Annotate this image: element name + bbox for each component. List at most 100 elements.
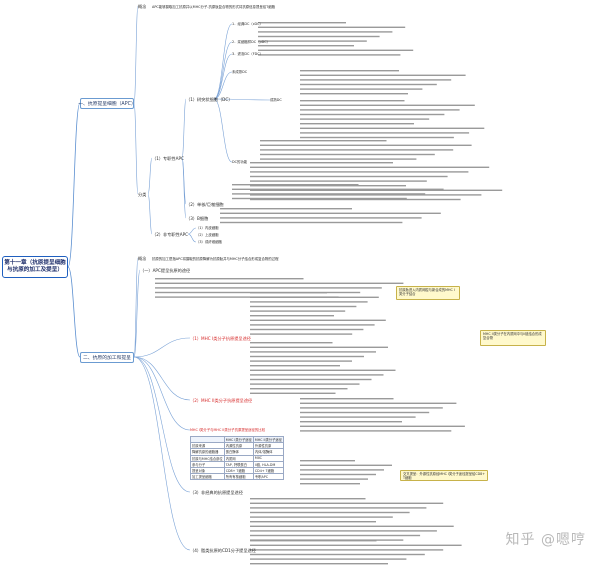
detail-text-line bbox=[250, 333, 353, 335]
detail-text-line bbox=[250, 292, 327, 294]
detail-text-line bbox=[300, 416, 416, 418]
detail-text-line bbox=[250, 525, 454, 527]
connector-line bbox=[181, 98, 187, 159]
compare-cell: 所有有核细胞 bbox=[223, 473, 254, 481]
compare-row: 加工提呈细胞所有有核细胞专职APC bbox=[190, 473, 284, 481]
detail-text-line bbox=[250, 189, 503, 191]
np-item-2: （2）上皮细胞 bbox=[196, 233, 219, 237]
pathway-mhc2[interactable]: （2）MHC II类分子抗原提呈途径 bbox=[190, 398, 253, 403]
detail-text-line bbox=[250, 185, 406, 187]
proc-concept-text: 抗原的加工是指APC将摄取的抗原降解为抗原肽并与MHC分子结合形成复合物的过程 bbox=[152, 257, 279, 261]
detail-text-line bbox=[300, 473, 376, 476]
side-note-3: 交叉提呈：外源性抗原经MHC I类分子途径提呈给CD8+ T细胞 bbox=[400, 470, 488, 481]
watermark: 知乎 @嗯哼 bbox=[505, 532, 586, 548]
detail-text-line bbox=[258, 54, 401, 56]
detail-text-line bbox=[250, 365, 340, 367]
detail-text-line bbox=[250, 534, 421, 537]
detail-text-line bbox=[250, 498, 366, 500]
detail-text-line bbox=[250, 351, 376, 353]
detail-text-line bbox=[155, 278, 304, 280]
detail-text-line bbox=[250, 563, 388, 565]
mature-dc: 成熟DC bbox=[270, 98, 282, 102]
dc-function: DC的功能 bbox=[232, 160, 248, 164]
detail-text-line bbox=[220, 212, 441, 214]
connector-line bbox=[187, 227, 197, 235]
compare-cell: MHC I类分子途径 bbox=[223, 435, 254, 444]
detail-text-line bbox=[250, 521, 376, 523]
detail-text-line bbox=[300, 402, 457, 404]
dc-item-1: 1．经典DC（cDC） bbox=[232, 22, 263, 26]
root-topic[interactable]: 第十一章（抗原提呈细胞与抗原的加工及提呈） bbox=[2, 256, 68, 278]
connector-line bbox=[213, 41, 233, 100]
detail-text-line bbox=[250, 310, 346, 312]
detail-text-line bbox=[250, 369, 396, 371]
pathway-cd1[interactable]: （4）脂类抗原的CD1分子提呈途径 bbox=[190, 548, 256, 553]
detail-text-line bbox=[250, 383, 360, 385]
detail-text-line bbox=[220, 217, 422, 219]
compare-row: 抗原来源内源性抗原外源性抗原 bbox=[190, 442, 284, 450]
macrophage-node[interactable]: （2）单核/巨噬细胞 bbox=[186, 202, 224, 207]
bcell-node[interactable]: （3）B细胞 bbox=[186, 216, 209, 221]
pathways-label[interactable]: （一）APC提呈抗原的途径 bbox=[140, 268, 191, 273]
detail-text-line bbox=[250, 342, 333, 344]
detail-text-line bbox=[250, 502, 444, 504]
dc-item-2: 2．浆细胞样DC（pDC） bbox=[232, 40, 270, 44]
detail-text-line bbox=[250, 319, 386, 321]
connector-line bbox=[133, 102, 139, 195]
detail-text-line bbox=[300, 460, 355, 462]
detail-text-line bbox=[300, 407, 443, 409]
detail-text-line bbox=[300, 425, 465, 427]
detail-text-line bbox=[300, 132, 470, 134]
detail-text-line bbox=[155, 282, 404, 284]
dc-node[interactable]: （1）树突状细胞（DC） bbox=[186, 97, 233, 102]
pathway-mhc1[interactable]: （1）MHC I类分子抗原提呈途径 bbox=[190, 336, 251, 341]
detail-text-line bbox=[250, 346, 388, 348]
connector-line bbox=[133, 337, 191, 358]
detail-text-line bbox=[220, 221, 403, 224]
detail-text-line bbox=[250, 198, 461, 201]
detail-text-line bbox=[300, 83, 437, 86]
detail-text-line bbox=[300, 464, 392, 466]
detail-text-line bbox=[300, 109, 460, 111]
branch-processing[interactable]: 二、抗原的加工和提呈 bbox=[80, 352, 134, 363]
detail-text-line bbox=[300, 421, 402, 423]
detail-text-line bbox=[232, 188, 444, 190]
detail-text-line bbox=[300, 478, 368, 480]
detail-text-line bbox=[260, 149, 454, 151]
side-note-1: 抗原肽进入内质网腔与新合成的MHC I类分子结合 bbox=[396, 286, 460, 300]
detail-text-line bbox=[258, 22, 346, 24]
compare-cell: 抗原与MHC结合部位 bbox=[190, 454, 225, 462]
connector-line bbox=[147, 157, 153, 195]
compare-cell: MHC II类分子途径 bbox=[252, 435, 284, 444]
detail-text-line bbox=[155, 296, 339, 298]
detail-text-line bbox=[250, 180, 427, 182]
detail-text-line bbox=[300, 74, 466, 76]
detail-text-line bbox=[258, 49, 414, 51]
detail-text-line bbox=[220, 208, 352, 210]
branch-apc[interactable]: 一、抗原提呈细胞（APC） bbox=[78, 98, 136, 109]
connector-line bbox=[147, 193, 153, 235]
connector-line bbox=[213, 98, 271, 101]
nonprofessional-apc[interactable]: （2）非专职性APC bbox=[152, 232, 189, 237]
detail-text-line bbox=[232, 184, 359, 186]
detail-text-line bbox=[300, 70, 399, 72]
detail-text-line bbox=[300, 411, 430, 414]
detail-text-line bbox=[250, 549, 444, 551]
detail-text-line bbox=[300, 398, 394, 400]
immature-dc: 未成熟DC bbox=[232, 70, 248, 74]
professional-apc[interactable]: （1）专职性APC bbox=[152, 156, 184, 161]
detail-text-line bbox=[260, 158, 417, 160]
pathway-nonclassical[interactable]: （3）非经典的抗原提呈途径 bbox=[190, 490, 243, 495]
connector-line bbox=[133, 269, 141, 358]
detail-text-line bbox=[250, 540, 377, 542]
detail-text-line bbox=[250, 162, 393, 164]
detail-text-line bbox=[250, 328, 364, 331]
detail-text-line bbox=[250, 171, 469, 173]
detail-text-line bbox=[260, 153, 435, 156]
detail-text-line bbox=[258, 26, 406, 28]
connector-line bbox=[213, 23, 233, 100]
detail-text-line bbox=[250, 175, 448, 178]
detail-text-line bbox=[260, 144, 472, 146]
